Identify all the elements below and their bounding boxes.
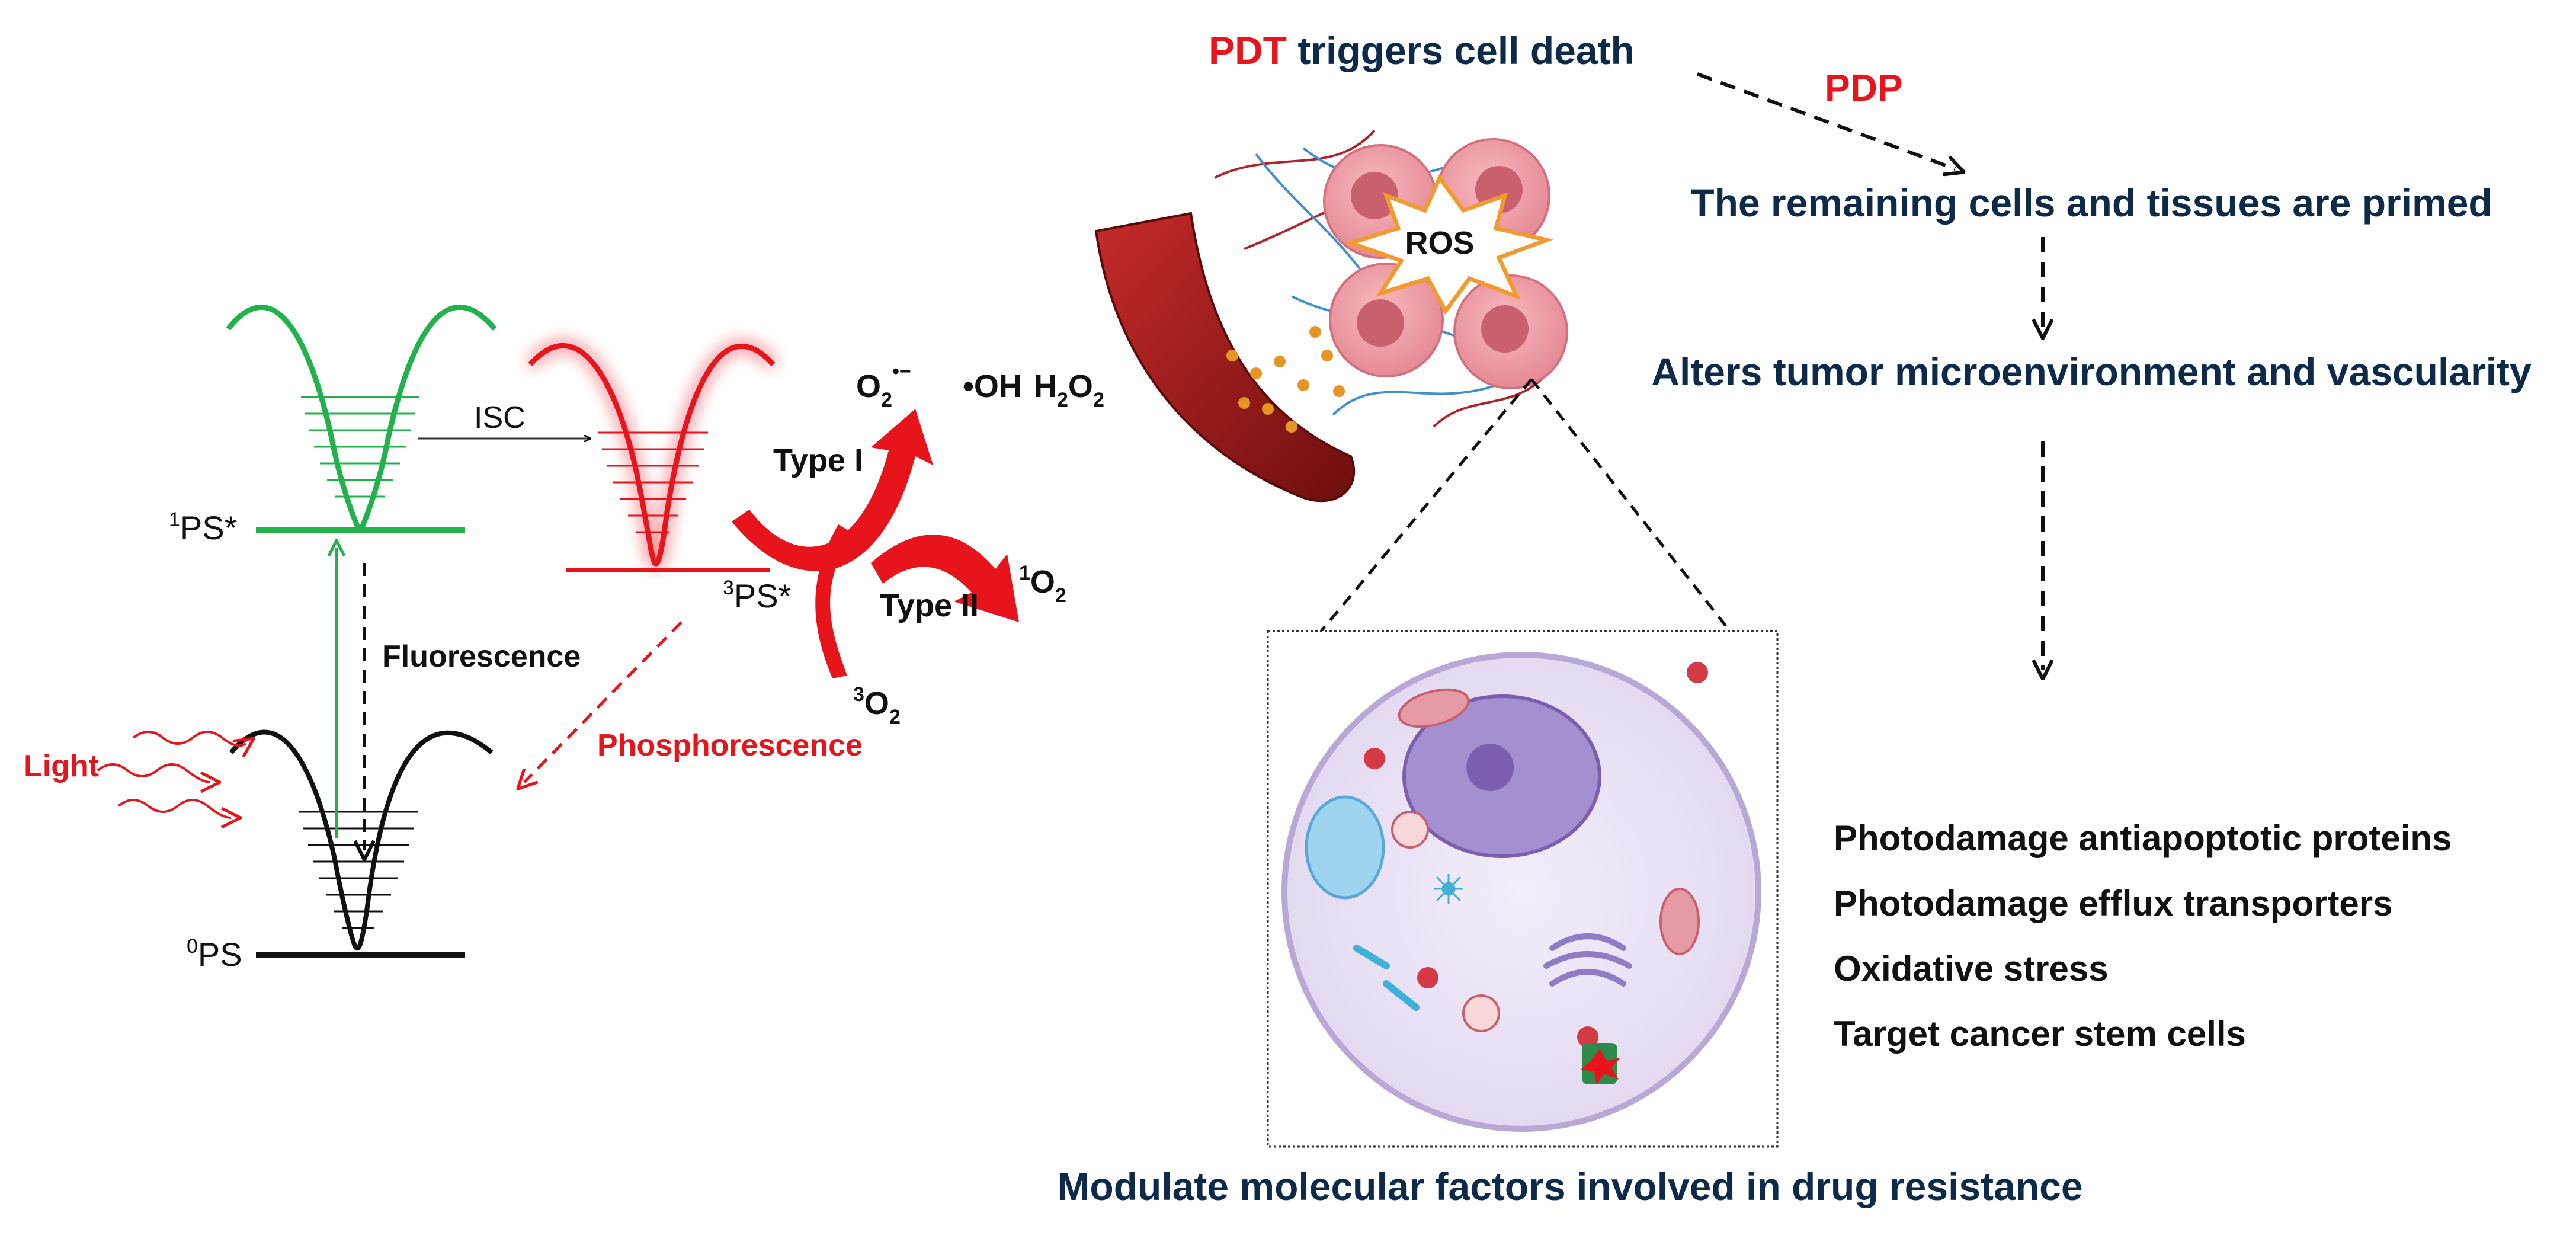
- singlet-oxygen-label: 1O2: [1019, 562, 1066, 607]
- triplet-state-well: [528, 343, 776, 567]
- vacuole-icon: [1305, 795, 1385, 900]
- reaction-pathways: Type I Type II O2•− •OH H2O2 1O2 3O2: [732, 360, 1104, 728]
- ros-label: ROS: [1405, 225, 1474, 261]
- ros-burst-icon: [1344, 174, 1554, 315]
- lysosomes-icon: [1364, 662, 1708, 1048]
- nanoparticles-icon: [1226, 326, 1345, 433]
- tumor-cells-icon: [1323, 138, 1568, 389]
- step1-text: The remaining cells and tissues are prim…: [1690, 181, 2492, 225]
- microtubules-icon: [1353, 945, 1420, 1011]
- pdp-label: PDP: [1825, 66, 1903, 109]
- phosphorescence-arrow: [524, 621, 683, 782]
- singlet-label: 1PS*: [169, 508, 237, 546]
- pdp-flow: PDP The remaining cells and tissues are …: [1057, 66, 2532, 1208]
- factor-list: Photodamage antiapoptotic proteins Photo…: [1834, 818, 2452, 1054]
- phosphorescence-label: Phosphorescence: [597, 728, 863, 763]
- centrosome-icon: [1434, 874, 1463, 904]
- factor-item: Photodamage antiapoptotic proteins: [1834, 818, 2452, 858]
- type1-label: Type I: [773, 443, 863, 478]
- step2-text: Alters tumor microenvironment and vascul…: [1651, 350, 2532, 393]
- light-label: Light: [24, 749, 99, 783]
- tumor-illustration: ROS PDT triggers cell death: [1094, 28, 1635, 503]
- mitochondrion-icon: [1659, 888, 1700, 955]
- triplet-label: 3PS*: [723, 577, 791, 615]
- factor-item: Photodamage efflux transporters: [1834, 884, 2393, 923]
- triplet-vibrational-levels: [598, 431, 708, 533]
- isc-label: ISC: [474, 401, 526, 435]
- hydroxyl-label: •OH: [963, 369, 1022, 404]
- bottom-caption: Modulate molecular factors involved in d…: [1057, 1164, 2082, 1208]
- triplet-oxygen-label: 3O2: [853, 683, 901, 728]
- jablonski-diagram: 1PS* 3PS* ISC: [24, 305, 863, 973]
- blood-vessel-icon: [1094, 212, 1356, 503]
- golgi-icon: [1543, 933, 1632, 987]
- type2-label: Type II: [880, 588, 979, 623]
- ground-state-well: [229, 729, 494, 958]
- singlet-state-well: [226, 305, 497, 533]
- ground-label: 0PS: [187, 935, 242, 973]
- fluorescence-label: Fluorescence: [382, 639, 581, 674]
- zoom-line-right: [1530, 378, 1731, 632]
- type-reaction-arrows: [732, 409, 1019, 678]
- factor-item: Target cancer stem cells: [1834, 1014, 2246, 1054]
- pdp-arrow: [1696, 72, 1955, 169]
- light-waves-icon: [97, 731, 246, 818]
- h2o2-label: H2O2: [1034, 369, 1104, 411]
- mitochondrion-icon: [1398, 688, 1470, 728]
- factor-item: Oxidative stress: [1834, 949, 2109, 988]
- zoom-line-left: [1320, 378, 1533, 632]
- superoxide-label: O2•−: [856, 360, 911, 411]
- cell-illustration: [1267, 630, 1779, 1148]
- pdt-title: PDT triggers cell death: [1209, 28, 1635, 72]
